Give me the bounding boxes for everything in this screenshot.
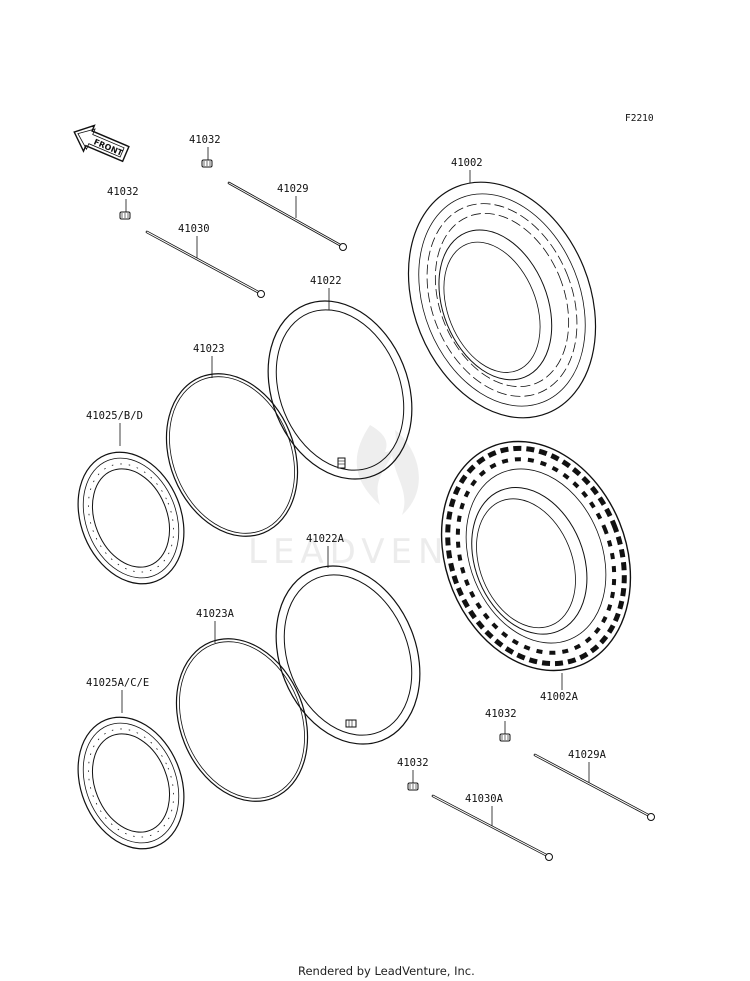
inner-tube-icon — [267, 300, 413, 480]
valve-cap-icon — [499, 733, 511, 742]
label-41030a: 41030A — [465, 793, 504, 805]
part-41030-spoke: 41030 — [145, 223, 265, 298]
wheel-rim-icon — [77, 716, 185, 850]
valve-cap-icon — [201, 159, 213, 168]
label-41002a: 41002A — [540, 691, 579, 703]
part-41002a-tire: 41002A — [440, 440, 632, 703]
spoke-icon — [145, 230, 265, 298]
part-41029-spoke: 41029 — [227, 181, 347, 251]
label-41032-top: 41032 — [189, 134, 221, 146]
part-41022a-tube: 41022A — [275, 533, 421, 745]
label-41022: 41022 — [310, 275, 342, 287]
tire-icon — [440, 440, 632, 672]
inner-tube-icon — [275, 565, 421, 745]
wheel-rim-icon — [77, 451, 185, 585]
part-41030a-spoke: 41030A — [431, 793, 553, 861]
label-41002: 41002 — [451, 157, 483, 169]
rim-band-icon — [165, 373, 299, 537]
front-arrow-icon: FRONT — [73, 124, 130, 163]
label-41022a: 41022A — [306, 533, 345, 545]
spoke-icon — [533, 753, 655, 821]
label-41029a: 41029A — [568, 749, 607, 761]
part-41022-tube: 41022 — [267, 275, 413, 480]
part-41023a-band: 41023A — [175, 608, 309, 802]
label-41023: 41023 — [193, 343, 225, 355]
valve-stem-icon — [345, 719, 357, 728]
footer-credit: Rendered by LeadVenture, Inc. — [298, 964, 475, 978]
label-41025a-ce: 41025A/C/E — [86, 677, 149, 689]
valve-cap-icon — [407, 782, 419, 791]
label-41025-bd: 41025/B/D — [86, 410, 143, 422]
part-41032-bottom: 41032 — [397, 757, 429, 791]
part-41023-band: 41023 — [165, 343, 299, 537]
label-41032-left: 41032 — [107, 186, 139, 198]
label-41023a: 41023A — [196, 608, 235, 620]
figure-code: F2210 — [625, 113, 654, 124]
valve-cap-icon — [119, 211, 131, 220]
label-41032-bottom: 41032 — [397, 757, 429, 769]
part-41025a-ce-rim: 41025A/C/E — [77, 677, 185, 850]
spoke-icon — [431, 794, 553, 861]
part-41029a-spoke: 41029A — [533, 749, 655, 821]
part-41032-left: 41032 — [107, 186, 139, 220]
tire-icon — [407, 181, 597, 419]
valve-stem-icon — [337, 457, 346, 469]
part-41002-tire: 41002 — [407, 157, 597, 419]
label-41029: 41029 — [277, 183, 309, 195]
part-41025-bd-rim: 41025/B/D — [77, 410, 185, 585]
label-41032-right: 41032 — [485, 708, 517, 720]
part-41032-right: 41032 — [485, 708, 517, 742]
label-41030: 41030 — [178, 223, 210, 235]
spoke-icon — [227, 181, 347, 251]
part-41032-top: 41032 — [189, 134, 221, 168]
rim-band-icon — [175, 638, 309, 802]
